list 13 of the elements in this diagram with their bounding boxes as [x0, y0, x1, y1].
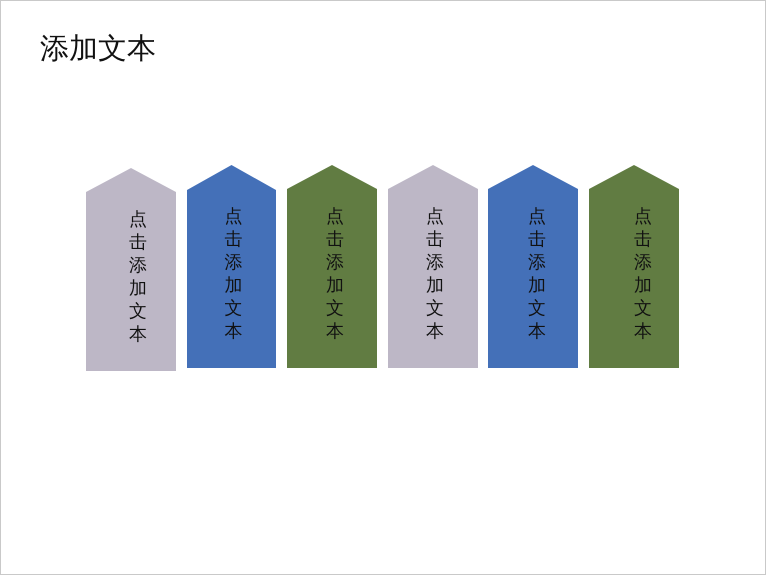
tab-text: 点击添加文本: [528, 205, 546, 343]
pentagon-tab: [589, 165, 679, 368]
pentagon-tab: [388, 165, 478, 368]
pentagon-tab: [187, 165, 276, 368]
pentagon-tab: [488, 165, 578, 368]
tab-text: 点击添加文本: [129, 208, 147, 346]
pentagon-tab: [287, 165, 377, 368]
tab-text: 点击添加文本: [634, 205, 652, 343]
tab-text: 点击添加文本: [224, 205, 242, 343]
tab-text: 点击添加文本: [326, 205, 344, 343]
tab-text: 点击添加文本: [426, 205, 444, 343]
slide-title: 添加文本: [40, 30, 156, 66]
pentagon-tab: [86, 168, 176, 371]
